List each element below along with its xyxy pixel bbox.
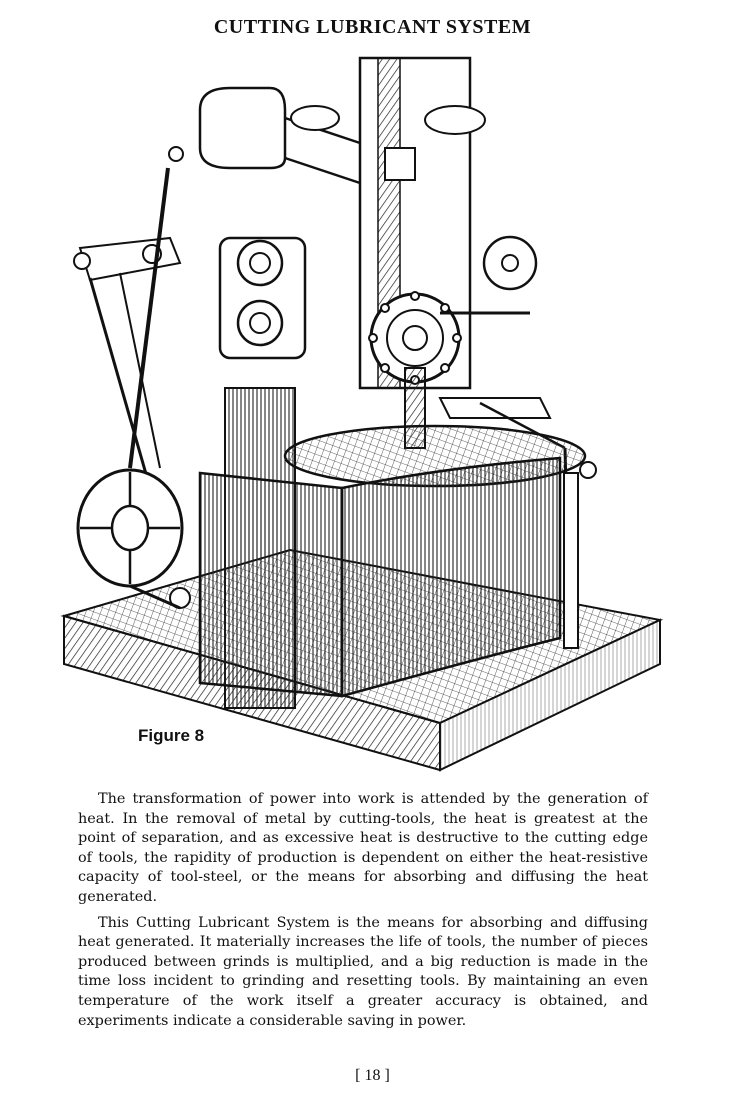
- machine-illustration: [60, 48, 680, 773]
- figure-caption: Figure 8: [138, 726, 205, 745]
- page-title: CUTTING LUBRICANT SYSTEM: [213, 16, 532, 38]
- paragraph-1: The transformation of power into work is…: [78, 791, 648, 905]
- body-text: The transformation of power into work is…: [78, 790, 648, 1037]
- paragraph-2: This Cutting Lubricant System is the mea…: [78, 914, 648, 1029]
- page-number: [ 18 ]: [355, 1067, 390, 1084]
- boring-mill-drawing: [60, 56, 664, 772]
